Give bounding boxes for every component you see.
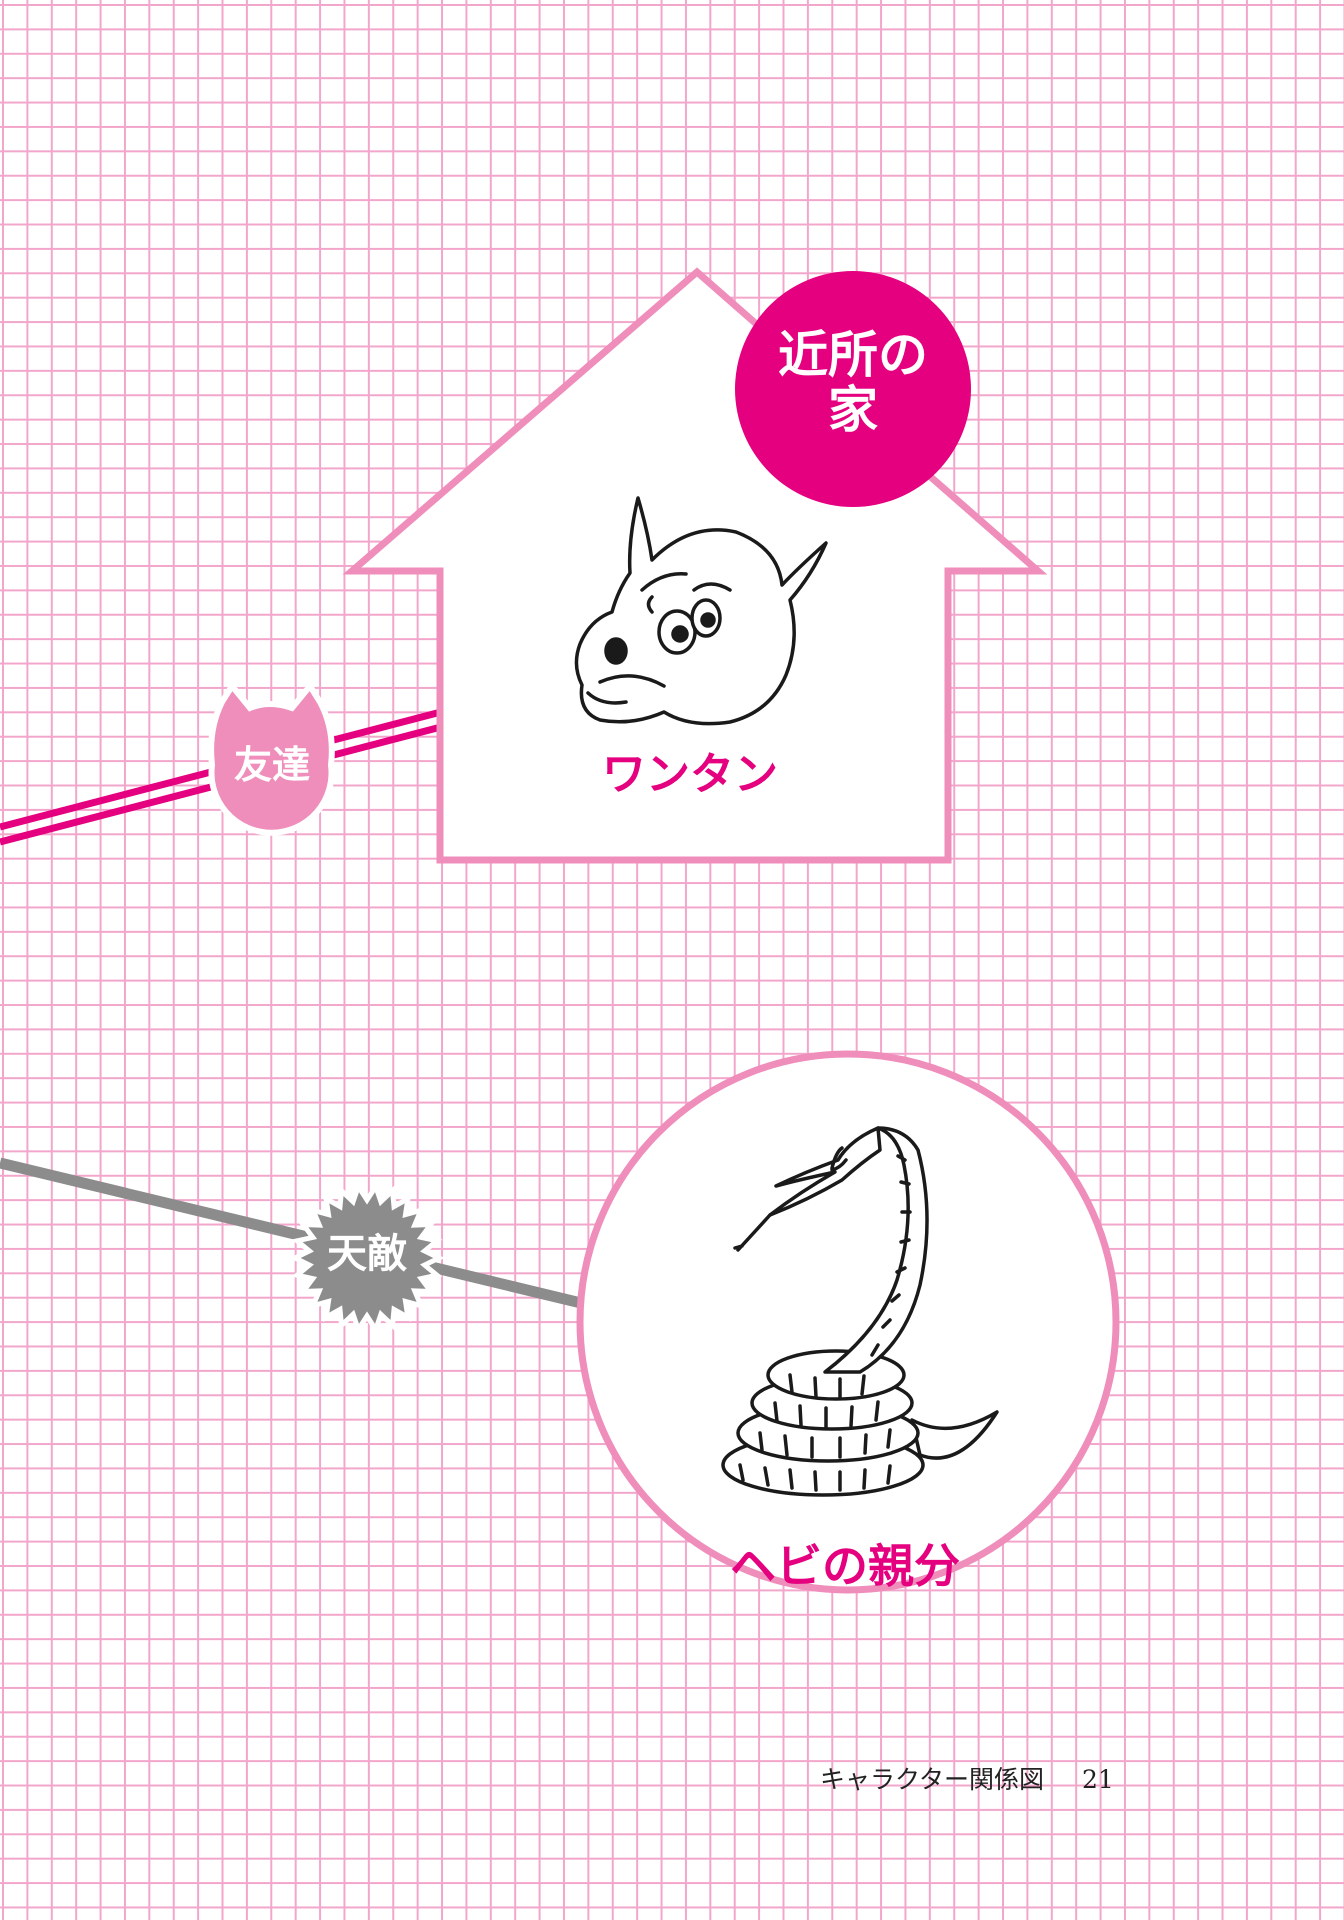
character-name-wantan: ワンタン — [602, 749, 778, 800]
friend-badge-label: 友達 — [233, 743, 310, 787]
character-circle — [576, 1050, 1120, 1594]
friend-badge — [208, 680, 335, 836]
place-badge — [735, 271, 971, 507]
dog-face-icon — [574, 496, 828, 726]
place-badge-line1: 近所の — [778, 326, 928, 384]
enemy-badge — [289, 1180, 445, 1336]
enemy-badge-label: 天敵 — [327, 1231, 407, 1277]
place-badge-line2: 家 — [828, 381, 878, 439]
place-badge-label: 近所の 家 — [735, 328, 971, 438]
page-footer: キャラクター関係図 21 — [820, 1760, 1114, 1796]
page-number: 21 — [1082, 1765, 1114, 1794]
footer-title: キャラクター関係図 — [820, 1765, 1045, 1794]
coiled-snake-icon — [721, 1126, 999, 1497]
character-name-hebi-oyabun: ヘビの親分 — [730, 1539, 960, 1593]
